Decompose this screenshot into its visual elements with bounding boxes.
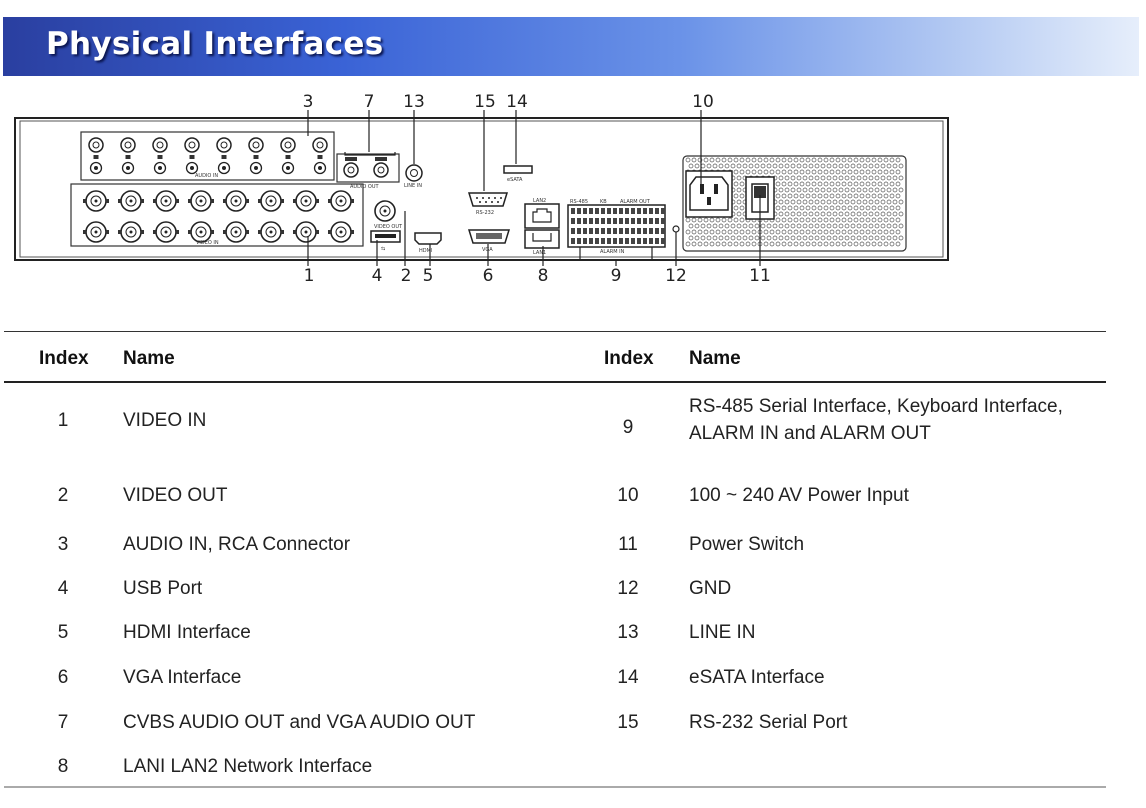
- row-index-cell: 5: [57, 622, 69, 643]
- header-index-left: Index: [39, 348, 89, 369]
- row-name-cell: RS-485 Serial Interface, Keyboard Interf…: [689, 396, 1063, 444]
- callout-4: 4: [372, 266, 383, 286]
- row-index-cell: 6: [57, 667, 69, 688]
- row-name-cell: Power Switch: [689, 534, 805, 555]
- callout-3: 3: [303, 92, 314, 112]
- row-index-cell: 3: [57, 534, 69, 555]
- table-bottom-rule: [4, 786, 1106, 788]
- row-index-cell: 1: [57, 410, 69, 431]
- video-out-label: VIDEO OUT: [374, 224, 403, 230]
- row-index-cell: 10: [617, 485, 639, 506]
- rs485-label: RS-485: [570, 199, 588, 205]
- row-name-cell: GND: [689, 578, 732, 599]
- callout-2: 2: [401, 266, 412, 286]
- lan1-label: LAN1: [533, 250, 546, 256]
- table-header-rule: [4, 381, 1106, 383]
- callout-8: 8: [538, 266, 549, 286]
- row-name-cell: CVBS AUDIO OUT and VGA AUDIO OUT: [123, 712, 476, 733]
- row-name-cell: VGA Interface: [123, 667, 242, 688]
- row-index-cell: 14: [617, 667, 639, 688]
- title-banner: Physical Interfaces: [3, 17, 1139, 76]
- callout-9: 9: [611, 266, 622, 286]
- line-in-label: LINE IN: [404, 183, 422, 189]
- table-top-rule: [4, 331, 1106, 332]
- hdmi-label: HDMI: [419, 248, 432, 254]
- lan2-label: LAN2: [533, 198, 546, 204]
- row-index-cell: 9: [622, 417, 634, 438]
- video-in-connectors: [83, 190, 354, 243]
- svg-text:⇆: ⇆: [381, 246, 385, 252]
- row-name-cell: VIDEO OUT: [123, 485, 228, 506]
- callout-14: 14: [506, 92, 528, 112]
- row-index-cell: 8: [57, 756, 69, 777]
- callout-7: 7: [364, 92, 375, 112]
- header-name-right: Name: [689, 348, 741, 369]
- callout-1: 1: [304, 266, 315, 286]
- header-index-right: Index: [604, 348, 654, 369]
- alarm-terminal-block: [571, 208, 665, 244]
- row-index-cell: 12: [617, 578, 639, 599]
- alarm-out-label: ALARM OUT: [620, 199, 651, 205]
- row-index-cell: 2: [57, 485, 69, 506]
- callout-5: 5: [423, 266, 434, 286]
- row-name-cell: HDMI Interface: [123, 622, 251, 643]
- row-name-cell: eSATA Interface: [689, 667, 825, 688]
- row-name-cell: LINE IN: [689, 622, 756, 643]
- row-name-cell: RS-232 Serial Port: [689, 712, 848, 733]
- audio-in-label: AUDIO IN: [195, 173, 218, 179]
- callout-13: 13: [403, 92, 425, 112]
- callout-12: 12: [665, 266, 687, 286]
- video-in-label: VIDEO IN: [196, 240, 219, 246]
- alarm-in-label: ALARM IN: [600, 249, 625, 255]
- callout-10: 10: [692, 92, 714, 112]
- rear-panel-diagram: AUDIO IN VIDEO IN AUDIO OUT LINE IN VIDE…: [14, 92, 949, 286]
- row-name-cell: LANI LAN2 Network Interface: [123, 756, 373, 777]
- row-index-cell: 15: [617, 712, 639, 733]
- row-name-cell: AUDIO IN, RCA Connector: [123, 534, 351, 555]
- page-title: Physical Interfaces: [46, 26, 384, 62]
- callout-6: 6: [483, 266, 494, 286]
- callout-11: 11: [749, 266, 771, 286]
- kb-label: KB: [600, 199, 607, 205]
- row-name-cell: USB Port: [123, 578, 203, 599]
- callout-15: 15: [474, 92, 496, 112]
- audio-in-connectors: [88, 137, 328, 175]
- esata-label: eSATA: [507, 177, 523, 183]
- header-name-left: Name: [123, 348, 175, 369]
- row-index-cell: 7: [57, 712, 69, 733]
- row-name-cell: VIDEO IN: [123, 410, 207, 431]
- row-index-cell: 11: [618, 534, 638, 555]
- audio-out-label: AUDIO OUT: [350, 184, 380, 190]
- row-index-cell: 13: [617, 622, 639, 643]
- row-name-cell: 100 ~ 240 AV Power Input: [689, 485, 909, 506]
- row-index-cell: 4: [57, 578, 69, 599]
- rs232-label: RS-232: [476, 210, 494, 216]
